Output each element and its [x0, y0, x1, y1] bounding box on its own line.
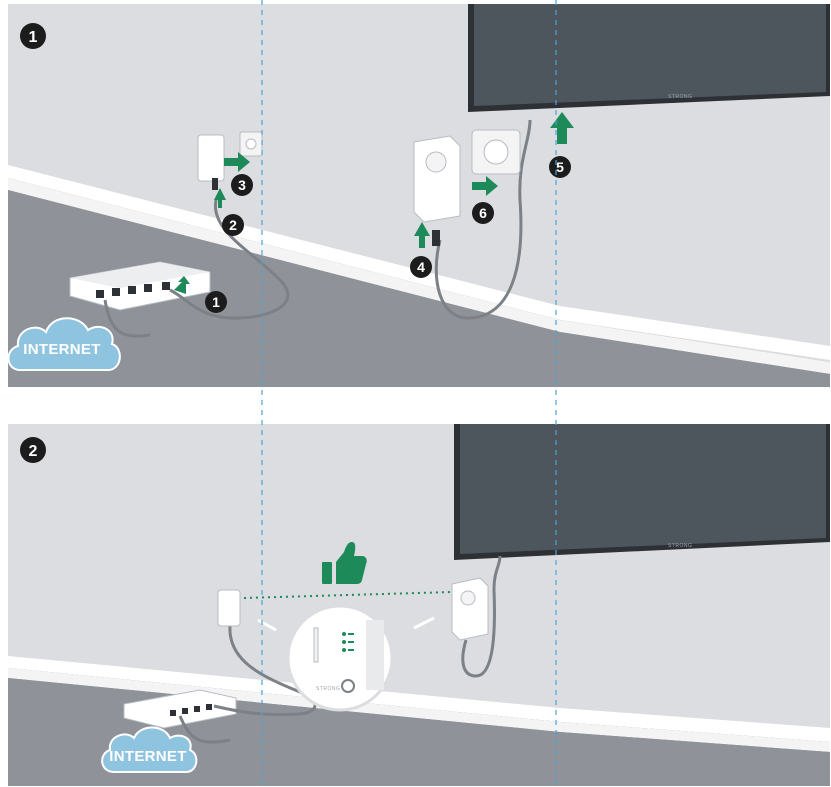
svg-text:4: 4 — [417, 259, 425, 275]
arrow-icon — [414, 222, 430, 248]
router — [123, 689, 237, 729]
powerline-adapter-2 — [451, 577, 489, 641]
zoom-brand-label: STRONG — [316, 686, 340, 692]
svg-text:1: 1 — [29, 29, 38, 46]
ethernet-cable-2 — [434, 119, 532, 320]
arrow-icon — [174, 276, 190, 294]
arrow-icon — [224, 152, 250, 172]
panel-2-number-badge: 2 — [20, 437, 46, 463]
arrow-icon — [257, 618, 277, 632]
powerline-adapter-1 — [197, 131, 263, 190]
arrow-icon — [472, 176, 498, 196]
panel-1: STRONG — [8, 4, 830, 387]
tv: STRONG — [468, 4, 830, 112]
internet-cloud: INTERNET — [101, 726, 198, 773]
internet-label: INTERNET — [109, 748, 186, 765]
cloud-icon — [101, 726, 198, 773]
step-badge-6: 6 — [472, 202, 494, 224]
svg-text:1: 1 — [212, 294, 220, 310]
skirting-board — [8, 656, 830, 742]
tv-screen — [460, 424, 826, 554]
router — [69, 261, 211, 311]
step-badge-2: 2 — [222, 214, 244, 236]
svg-text:2: 2 — [29, 443, 38, 460]
panel-2: STRONG — [8, 424, 830, 786]
tv-brand-label: STRONG — [668, 543, 692, 549]
panel-1-number-badge: 1 — [20, 23, 46, 49]
tv-brand-label: STRONG — [668, 94, 692, 100]
step-badges: 1 2 3 4 5 — [205, 156, 571, 313]
svg-text:6: 6 — [479, 205, 487, 221]
powerline-adapter-2 — [413, 129, 521, 246]
arrow-icon — [413, 616, 435, 630]
step-badge-4: 4 — [410, 256, 432, 278]
internet-cloud: INTERNET — [8, 317, 121, 371]
internet-cable — [103, 299, 151, 338]
cloud-icon — [8, 317, 121, 371]
step-badge-1: 1 — [205, 291, 227, 313]
svg-text:2: 2 — [229, 217, 237, 233]
step-badge-3: 3 — [231, 174, 253, 196]
arrow-icon — [214, 188, 226, 208]
led-zoom-detail: STRONG — [286, 604, 394, 712]
step-badge-5: 5 — [549, 156, 571, 178]
skirting-board — [8, 165, 830, 360]
thumbs-up-icon — [322, 542, 367, 584]
powerline-adapter-1 — [217, 589, 241, 627]
ethernet-cable-1 — [169, 199, 290, 320]
tv-screen — [474, 4, 826, 106]
internet-label: INTERNET — [23, 341, 100, 358]
svg-text:3: 3 — [238, 177, 246, 193]
tv: STRONG — [454, 424, 830, 560]
svg-text:5: 5 — [556, 159, 564, 175]
